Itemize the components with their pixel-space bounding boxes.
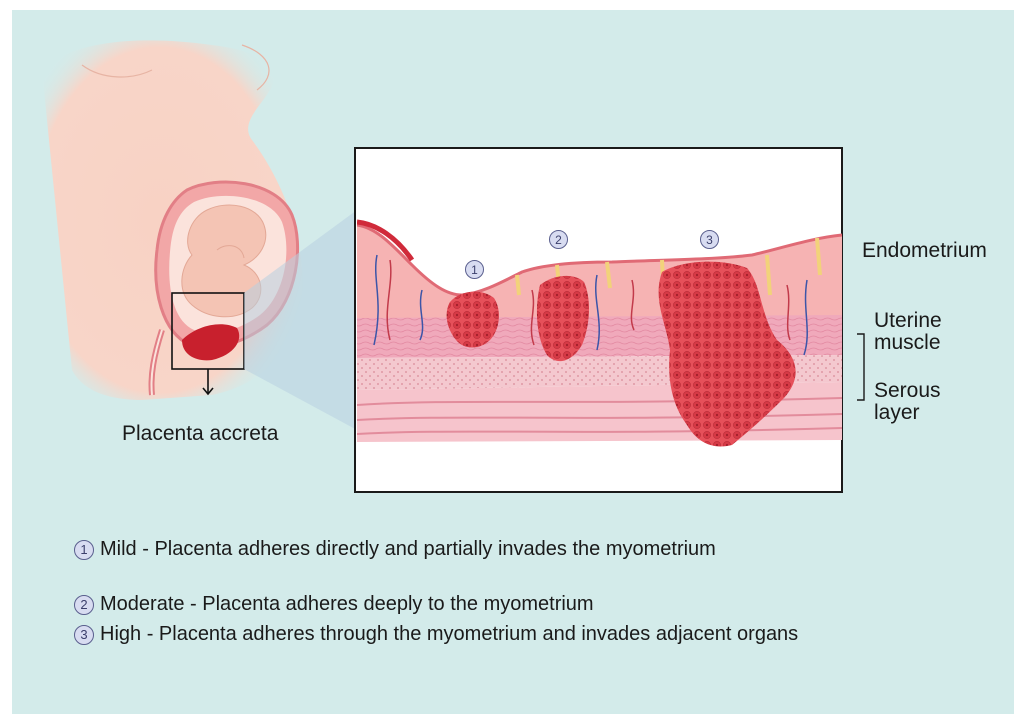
legend-item-moderate: 2 Moderate - Placenta adheres deeply to … <box>74 593 594 616</box>
marker-3: 3 <box>700 230 719 249</box>
legend-text: High - Placenta adheres through the myom… <box>100 623 799 645</box>
legend-text: Mild - Placenta adheres directly and par… <box>100 538 716 560</box>
legend-number: 2 <box>74 594 94 615</box>
zoom-projection <box>244 210 357 430</box>
illustration <box>42 40 865 493</box>
tissue-inset <box>354 147 843 493</box>
diagram-canvas: 1 2 3 Endometrium Uterine muscle Serous … <box>12 10 1014 714</box>
legend-text: Moderate - Placenta adheres deeply to th… <box>100 593 594 615</box>
label-endometrium: Endometrium <box>862 239 987 262</box>
layer-brace <box>857 333 865 401</box>
legend-item-mild: 1 Mild - Placenta adheres directly and p… <box>74 538 716 561</box>
label-serous-layer: Serous layer <box>874 379 941 424</box>
legend-number: 1 <box>74 539 94 560</box>
legend-number: 3 <box>74 624 94 645</box>
marker-1: 1 <box>465 260 484 279</box>
label-uterine-muscle: Uterine muscle <box>874 309 942 354</box>
label-placenta-accreta: Placenta accreta <box>122 422 279 445</box>
marker-2: 2 <box>549 230 568 249</box>
legend-item-high: 3 High - Placenta adheres through the my… <box>74 623 798 646</box>
